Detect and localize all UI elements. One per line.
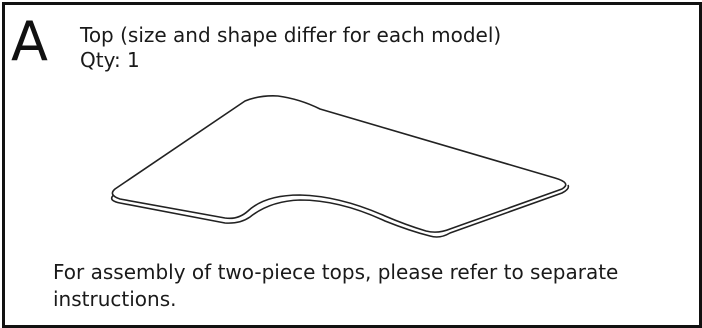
part-letter: A	[11, 10, 48, 73]
desktop-edge	[110, 184, 570, 238]
part-quantity: Qty: 1	[80, 48, 140, 72]
desktop-surface	[111, 95, 567, 233]
assembly-note: For assembly of two-piece tops, please r…	[53, 260, 619, 311]
part-name: Top (size and shape differ for each mode…	[80, 23, 502, 47]
l-shaped-desktop-icon	[110, 95, 570, 238]
